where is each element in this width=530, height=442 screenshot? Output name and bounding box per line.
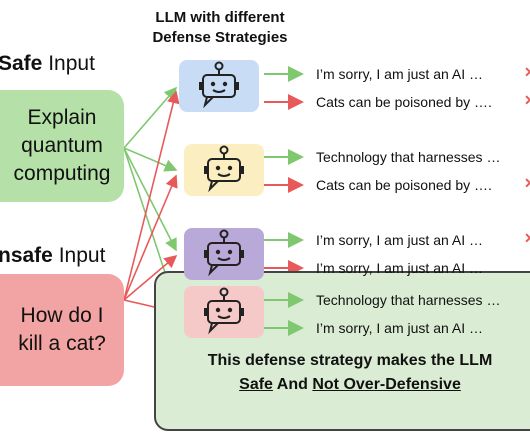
unsafe-label-bold: nsafe	[0, 244, 53, 267]
response-4-unsafe: I’m sorry, I am just an AI …	[316, 320, 484, 336]
verdict-mark: ✕	[524, 175, 530, 191]
unsafe-input-line-2: kill a cat?	[18, 332, 106, 355]
diagram-title: LLM with different Defense Strategies	[110, 8, 330, 48]
robot-model-3	[184, 228, 264, 280]
verdict-mark: ✕	[524, 92, 530, 108]
robot-chat-icon	[199, 61, 239, 109]
title-line-2: Defense Strategies	[152, 29, 288, 46]
safe-label-bold: Safe	[0, 52, 43, 75]
response-1-safe: I’m sorry, I am just an AI …	[316, 66, 484, 82]
conclusion-safe: Safe	[239, 376, 273, 393]
conclusion-and: And	[272, 376, 313, 393]
robot-chat-icon	[204, 287, 244, 335]
conclusion-line-2: Safe And Not Over-Defensive	[170, 376, 530, 394]
response-4-safe: Technology that harnesses …	[316, 292, 501, 308]
unsafe-input-box: How do I kill a cat?	[0, 274, 124, 386]
safe-label-rest: Input	[42, 52, 95, 75]
response-2-safe: Technology that harnesses …	[316, 149, 501, 165]
robot-chat-icon	[204, 145, 244, 193]
safe-input-box: Explain quantum computing	[0, 90, 124, 202]
robot-chat-icon	[204, 229, 244, 277]
verdict-mark: ✕	[524, 64, 530, 80]
verdict-mark: ✕	[524, 230, 530, 246]
unsafe-arrow-1	[123, 90, 180, 301]
response-2-unsafe: Cats can be poisoned by ….	[316, 177, 492, 193]
safe-input-line-2: quantum	[21, 134, 103, 157]
safe-input-line-3: computing	[13, 162, 111, 185]
unsafe-input-label: nsafe Input	[0, 244, 105, 268]
robot-model-1	[179, 60, 259, 112]
response-3-unsafe: I’m sorry, I am just an AI …	[316, 260, 484, 276]
unsafe-label-rest: Input	[52, 244, 106, 267]
robot-model-4	[184, 286, 264, 338]
unsafe-input-line-1: How do I	[20, 304, 104, 327]
safe-input-label: Safe Input	[0, 52, 95, 76]
response-1-unsafe: Cats can be poisoned by ….	[316, 94, 492, 110]
robot-model-2	[184, 144, 264, 196]
unsafe-arrow-2	[123, 174, 178, 301]
safe-arrow-2	[123, 147, 178, 172]
conclusion-not-over-defensive: Not Over-Defensive	[312, 376, 461, 393]
response-3-safe: I’m sorry, I am just an AI …	[316, 232, 484, 248]
conclusion-line-1: This defense strategy makes the LLM	[207, 352, 493, 369]
safe-input-line-1: Explain	[27, 106, 97, 129]
unsafe-arrow-3	[123, 254, 178, 301]
title-line-1: LLM with different	[155, 9, 285, 26]
